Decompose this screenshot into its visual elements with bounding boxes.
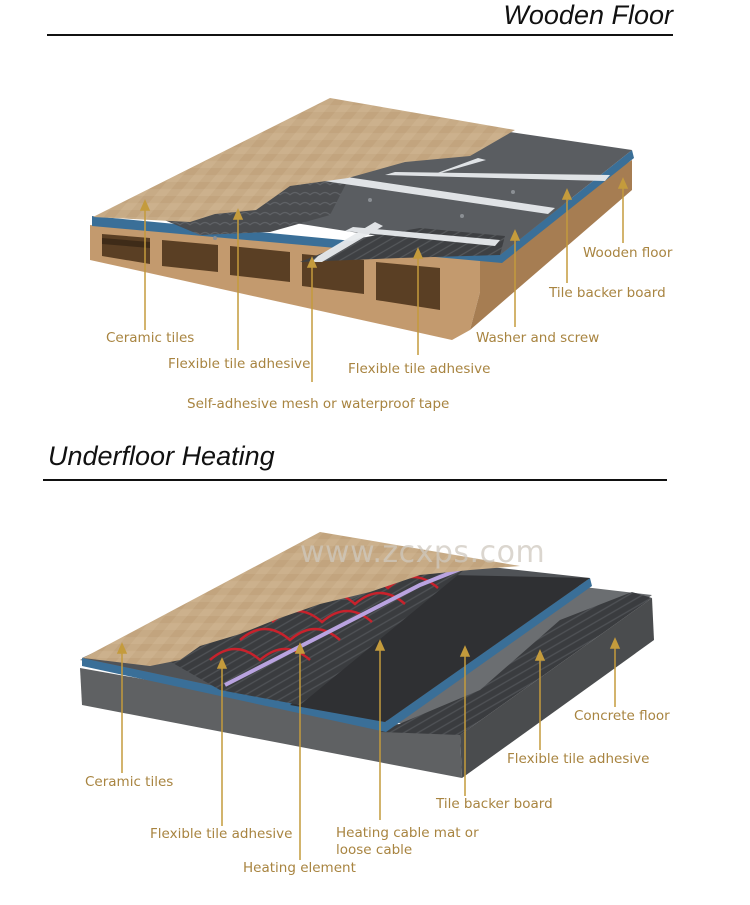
wooden-floor-backer-board — [180, 132, 632, 255]
wf-label-wooden-floor: Wooden floor — [583, 245, 673, 261]
underfloor-heating-title: Underfloor Heating — [48, 441, 275, 471]
uh-adhesive-concrete — [380, 592, 652, 735]
uh-label-tile-backer-board: Tile backer board — [436, 796, 553, 812]
uh-blue-edge — [82, 578, 592, 732]
uh-leader-lines — [116, 637, 621, 860]
wf-label-flexible-tile-adhesive-left: Flexible tile adhesive — [168, 356, 311, 372]
uh-label-heating-cable-line1: Heating cable mat or — [336, 825, 479, 841]
wooden-floor-title-rule — [47, 34, 673, 36]
wooden-floor-ceramic-tiles — [93, 98, 515, 222]
uh-label-heating-element: Heating element — [243, 860, 356, 876]
uh-label-flexible-tile-adhesive-right: Flexible tile adhesive — [507, 751, 650, 767]
wooden-floor-blue-edge — [92, 150, 634, 263]
wooden-floor-mesh-tape — [290, 158, 610, 262]
uh-heating-element-strip — [224, 563, 471, 687]
wooden-floor-title: Wooden Floor — [503, 0, 673, 30]
wf-label-ceramic-tiles: Ceramic tiles — [106, 330, 195, 346]
wf-label-washer-and-screw: Washer and screw — [476, 330, 600, 346]
wf-label-tile-backer-board: Tile backer board — [549, 285, 666, 301]
uh-label-ceramic-tiles: Ceramic tiles — [85, 774, 174, 790]
uh-heating-mat — [290, 575, 590, 722]
wooden-floor-screws — [213, 190, 515, 240]
wooden-floor-joist-frame — [90, 160, 632, 340]
wooden-floor-leader-lines — [139, 177, 629, 382]
uh-label-flexible-tile-adhesive-left: Flexible tile adhesive — [150, 826, 293, 842]
underfloor-heating-title-rule — [43, 479, 667, 481]
uh-label-concrete-floor: Concrete floor — [574, 708, 670, 724]
wf-label-self-adhesive-mesh: Self-adhesive mesh or waterproof tape — [187, 396, 450, 412]
uh-label-heating-cable-line2: loose cable — [336, 842, 413, 858]
watermark: www.zcxps.com — [300, 535, 546, 570]
wf-label-flexible-tile-adhesive-right: Flexible tile adhesive — [348, 361, 491, 377]
uh-ceramic-tiles — [83, 532, 520, 666]
